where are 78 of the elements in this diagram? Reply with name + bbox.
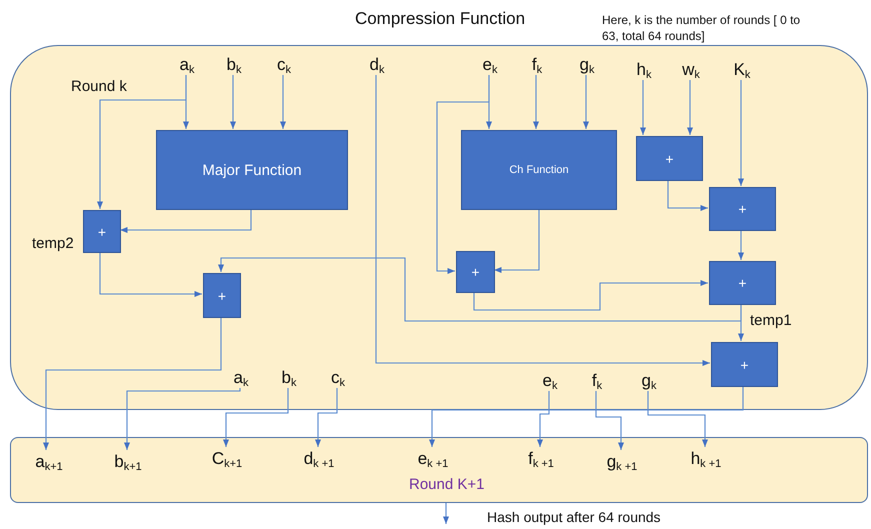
round-label: Round k (71, 78, 127, 95)
arrow (436, 75, 490, 274)
round-label: Round K+1 (409, 476, 484, 493)
variable-label: w$_{k}$ (679, 59, 703, 81)
plus-sign: + (738, 201, 747, 217)
arrow (536, 391, 550, 447)
variable-label: c$_{k}$ (272, 54, 296, 76)
adder-box (709, 187, 776, 231)
adder-box (636, 136, 703, 181)
function-label: Major Function (202, 162, 302, 178)
adder-box (203, 273, 241, 318)
arrow (428, 386, 744, 447)
note-text: Here, k is the number of rounds [ 0 to 63, total 64 rounds] (602, 13, 802, 44)
variable-label: g$_{k}$ (575, 54, 599, 76)
variable-label: b$_{k}$ (277, 367, 301, 389)
function-box (156, 130, 348, 210)
diagram-title: Compression Function (354, 9, 526, 29)
variable-label: C$_{k+1}$ (205, 448, 249, 470)
arrow (218, 257, 742, 322)
arrow (280, 75, 286, 129)
arrow (96, 75, 187, 209)
arrow (494, 209, 540, 274)
variable-label: g$_{k}$ (637, 370, 661, 392)
arrow (99, 252, 202, 298)
plus-sign: + (98, 224, 106, 240)
round-panel (10, 437, 868, 503)
arrow (532, 75, 540, 129)
variable-label: h$_{k}$ (632, 59, 656, 81)
arrow (375, 75, 710, 366)
variable-label: h$_{k +1}$ (684, 448, 728, 470)
arrow (738, 80, 744, 186)
adder-box (711, 342, 778, 387)
signal-label: temp1 (750, 312, 792, 329)
arrow (442, 503, 450, 524)
arrow (738, 304, 744, 341)
variable-label: d$_{k}$ (365, 54, 389, 76)
variable-label: a$_{k}$ (229, 367, 253, 389)
variable-label: b$_{k+1}$ (108, 451, 148, 473)
arrow (686, 80, 694, 135)
variable-label: e$_{k +1}$ (411, 448, 455, 470)
function-label: Ch Function (509, 164, 569, 176)
variable-label: f$_{k}$ (525, 54, 549, 76)
function-box (461, 130, 617, 210)
variable-label: b$_{k}$ (222, 54, 246, 76)
variable-label: a$_{k+1}$ (29, 451, 69, 473)
adder-box (83, 210, 121, 253)
arrow (124, 388, 241, 450)
arrow (120, 209, 252, 234)
arrow (640, 80, 646, 135)
arrow (314, 388, 338, 447)
variable-label: K$_{k}$ (730, 59, 754, 81)
adder-box (709, 261, 776, 305)
arrow (582, 75, 590, 129)
round-panel (10, 45, 868, 410)
arrow (667, 180, 708, 212)
signal-label: temp2 (32, 235, 74, 252)
arrow (222, 388, 289, 447)
variable-label: f$_{k +1}$ (519, 448, 563, 470)
plus-sign: + (665, 150, 674, 166)
arrow (738, 230, 744, 260)
variable-label: d$_{k +1}$ (297, 448, 341, 470)
adder-box (456, 251, 495, 293)
variable-label: g$_{k +1}$ (600, 451, 644, 473)
arrow (42, 317, 222, 450)
plus-sign: + (471, 264, 480, 280)
plus-sign: + (740, 356, 749, 372)
variable-label: a$_{k}$ (175, 54, 199, 76)
variable-label: c$_{k}$ (326, 367, 350, 389)
plus-sign: + (738, 275, 747, 291)
note-text: Hash output after 64 rounds (487, 508, 662, 526)
arrow (595, 391, 624, 450)
arrow (230, 75, 236, 129)
arrow (647, 391, 708, 447)
arrow (473, 280, 708, 311)
variable-label: e$_{k}$ (478, 54, 502, 76)
variable-label: e$_{k}$ (538, 370, 562, 392)
plus-sign: + (218, 288, 226, 304)
variable-label: f$_{k}$ (585, 370, 609, 392)
